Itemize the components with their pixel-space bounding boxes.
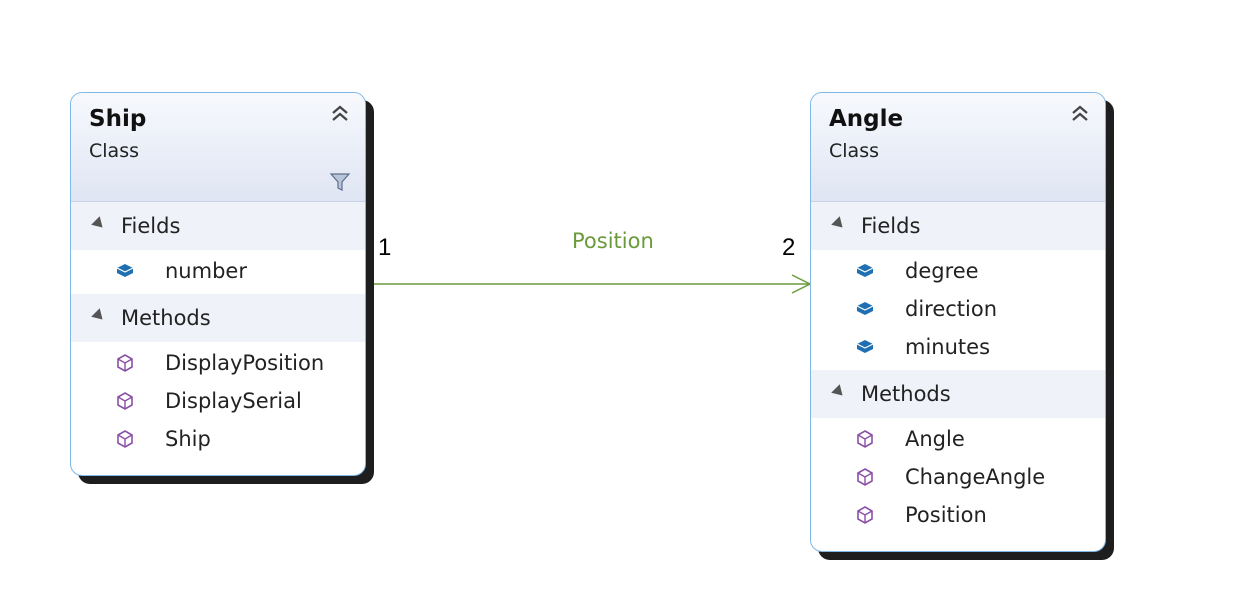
class-header: Ship Class [71,93,365,202]
field-item[interactable]: minutes [811,328,1105,366]
class-name: Angle [829,106,904,132]
filter-icon[interactable] [329,171,351,193]
method-name: Position [905,503,987,527]
field-name: direction [905,297,998,321]
method-name: DisplaySerial [165,389,302,413]
expand-triangle-icon [831,216,847,232]
field-item[interactable]: degree [811,252,1105,290]
ship-class-box[interactable]: Ship Class Fields number Methods [70,92,366,476]
collapse-chevrons-icon[interactable] [329,103,351,125]
method-icon [857,506,873,524]
field-icon [856,340,874,353]
expand-triangle-icon [91,216,107,232]
source-multiplicity: 1 [378,234,392,261]
expand-triangle-icon [831,384,847,400]
class-name: Ship [89,106,147,132]
field-icon [116,264,134,277]
method-icon [857,430,873,448]
field-item[interactable]: number [71,252,365,290]
section-methods[interactable]: Methods [811,370,1105,418]
section-methods[interactable]: Methods [71,294,365,342]
class-header: Angle Class [811,93,1105,202]
section-fields[interactable]: Fields [71,202,365,250]
target-multiplicity: 2 [782,234,796,261]
method-name: Ship [165,427,211,451]
angle-class-box[interactable]: Angle Class Fields degree direction [810,92,1106,552]
section-label: Fields [121,214,181,238]
method-icon [857,468,873,486]
association-label[interactable]: Position [572,229,654,253]
field-name: minutes [905,335,991,359]
field-name: degree [905,259,979,283]
field-name: number [165,259,247,283]
section-fields[interactable]: Fields [811,202,1105,250]
method-name: Angle [905,427,965,451]
class-kind: Class [89,140,139,162]
method-name: ChangeAngle [905,465,1046,489]
method-icon [117,392,133,410]
collapse-chevrons-icon[interactable] [1069,103,1091,125]
class-kind: Class [829,140,879,162]
field-item[interactable]: direction [811,290,1105,328]
method-item[interactable]: DisplayPosition [71,344,365,382]
field-icon [856,302,874,315]
method-item[interactable]: Ship [71,420,365,458]
method-name: DisplayPosition [165,351,325,375]
method-item[interactable]: ChangeAngle [811,458,1105,496]
section-label: Methods [861,382,951,406]
method-item[interactable]: Angle [811,420,1105,458]
method-icon [117,354,133,372]
method-item[interactable]: Position [811,496,1105,534]
section-label: Methods [121,306,211,330]
method-icon [117,430,133,448]
method-item[interactable]: DisplaySerial [71,382,365,420]
expand-triangle-icon [91,308,107,324]
field-icon [856,264,874,277]
section-label: Fields [861,214,921,238]
